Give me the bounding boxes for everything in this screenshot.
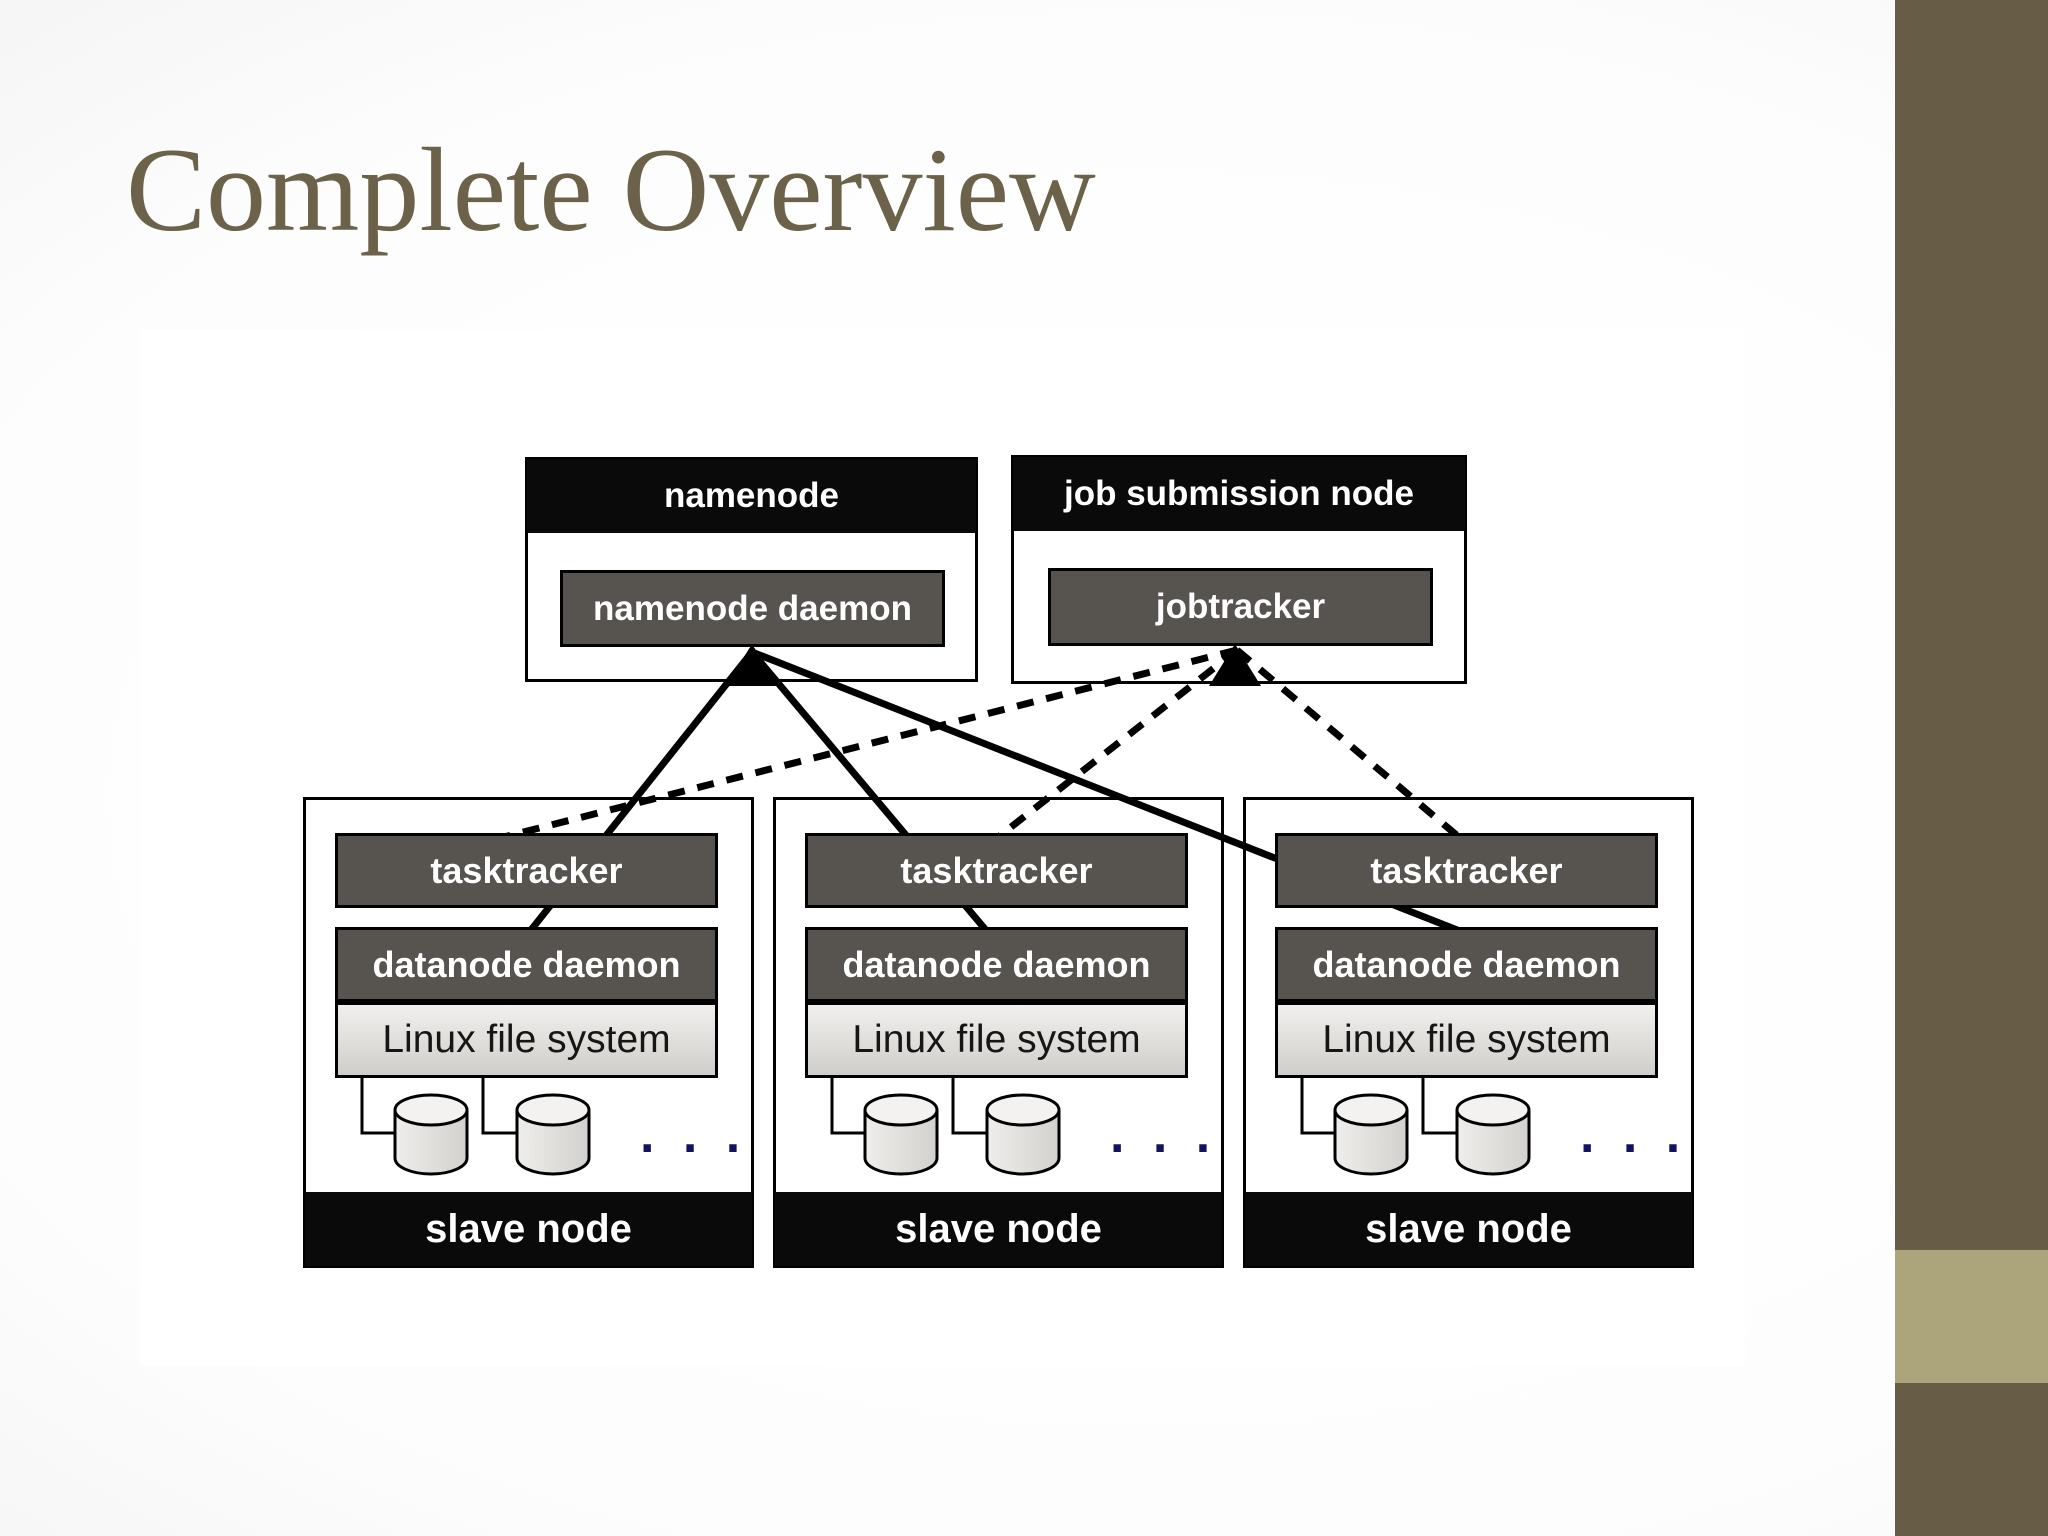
- linux-filesystem-label-1: Linux file system: [382, 1018, 671, 1061]
- jobtracker-box: jobtracker: [1048, 568, 1433, 646]
- tasktracker-box-1: tasktracker: [335, 833, 718, 908]
- job-submission-header-label: job submission node: [1063, 474, 1415, 513]
- slave-node-footer-2: slave node: [775, 1192, 1222, 1266]
- linux-filesystem-box-2: Linux file system: [805, 1002, 1188, 1078]
- namenode-daemon-box: namenode daemon: [560, 570, 945, 647]
- jobtracker-label: jobtracker: [1155, 587, 1326, 626]
- datanode-daemon-box-3: datanode daemon: [1275, 927, 1658, 1002]
- linux-filesystem-box-1: Linux file system: [335, 1002, 718, 1078]
- slave-node-footer-3: slave node: [1245, 1192, 1692, 1266]
- job-submission-header: job submission node: [1013, 457, 1465, 531]
- slave-node-footer-label-1: slave node: [425, 1206, 632, 1251]
- namenode-box: namenode namenode daemon: [525, 457, 978, 682]
- tasktracker-label-2: tasktracker: [900, 849, 1093, 891]
- tasktracker-label-1: tasktracker: [430, 849, 623, 891]
- slave-node-footer-label-3: slave node: [1365, 1206, 1572, 1251]
- slave-node-footer-label-2: slave node: [895, 1206, 1102, 1251]
- dashed-link-jobtracker-tasktracker-3: [1234, 647, 1463, 841]
- ellipsis-dots-1: . . .: [640, 1106, 748, 1164]
- accent-bar: [1895, 0, 2048, 1536]
- datanode-daemon-label-2: datanode daemon: [842, 943, 1151, 985]
- namenode-daemon-label: namenode daemon: [593, 588, 912, 628]
- linux-filesystem-label-3: Linux file system: [1322, 1018, 1611, 1061]
- tasktracker-label-3: tasktracker: [1370, 849, 1563, 891]
- linux-filesystem-box-3: Linux file system: [1275, 1002, 1658, 1078]
- ellipsis-dots-3: . . .: [1580, 1106, 1688, 1164]
- page-title: Complete Overview: [126, 123, 1096, 256]
- slave-node-box-1: tasktracker datanode daemon Linux file s…: [303, 797, 754, 1268]
- slave-node-box-3: tasktracker datanode daemon Linux file s…: [1243, 797, 1694, 1268]
- namenode-header: namenode: [527, 459, 976, 533]
- storage-slave-3: [1300, 1076, 1531, 1176]
- arrowhead-into-namenode-daemon: [726, 644, 778, 686]
- linux-filesystem-label-2: Linux file system: [852, 1018, 1141, 1061]
- storage-slave-2: [830, 1076, 1061, 1176]
- dashed-link-jobtracker-tasktracker-2: [994, 647, 1240, 841]
- slave-node-footer-1: slave node: [305, 1192, 752, 1266]
- ellipsis-dots-2: . . .: [1110, 1106, 1218, 1164]
- accent-band: [1895, 1250, 2048, 1383]
- storage-slave-1: [360, 1076, 591, 1176]
- tasktracker-box-2: tasktracker: [805, 833, 1188, 908]
- dashed-link-jobtracker-tasktracker-1: [499, 646, 1238, 842]
- tasktracker-box-3: tasktracker: [1275, 833, 1658, 908]
- datanode-daemon-box-2: datanode daemon: [805, 927, 1188, 1002]
- arrowhead-into-jobtracker: [1209, 644, 1261, 686]
- datanode-daemon-box-1: datanode daemon: [335, 927, 718, 1002]
- datanode-daemon-label-3: datanode daemon: [1312, 943, 1621, 985]
- namenode-header-label: namenode: [663, 476, 840, 515]
- job-submission-node-box: job submission node jobtracker: [1011, 455, 1467, 684]
- slave-node-box-2: tasktracker datanode daemon Linux file s…: [773, 797, 1224, 1268]
- datanode-daemon-label-1: datanode daemon: [372, 943, 681, 985]
